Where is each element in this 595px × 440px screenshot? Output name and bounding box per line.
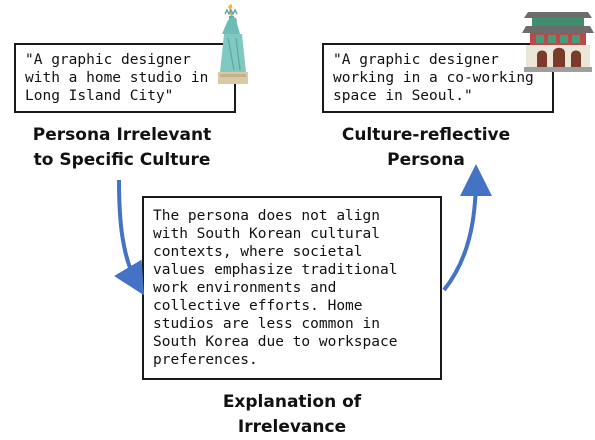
right-caption-line1: Culture-reflective [341,125,511,145]
right-persona-quote: "A graphic designer working in a co-work… [333,52,534,104]
right-caption-line2: Persona [387,150,465,170]
left-persona-box: "A graphic designer with a home studio i… [14,43,236,113]
explanation-text: The persona does not align with South Ko… [153,208,398,368]
explanation-box: The persona does not align with South Ko… [142,196,442,380]
explanation-caption-line2: Irrelevance [237,417,347,437]
left-persona-caption: Persona Irrelevant to Specific Culture [22,123,222,173]
arrow-to-culture-persona [442,164,492,292]
right-persona-box: "A graphic designer working in a co-work… [322,43,554,113]
explanation-caption: Explanation of Irrelevance [192,390,392,440]
left-persona-quote: "A graphic designer with a home studio i… [25,52,209,104]
explanation-caption-line1: Explanation of [222,392,362,412]
left-caption-line2: to Specific Culture [33,150,211,170]
statue-of-liberty-icon [218,4,248,84]
arrow-to-explanation [114,179,145,296]
korean-palace-gate-icon [522,12,594,72]
right-persona-caption: Culture-reflective Persona [336,123,516,173]
left-caption-line1: Persona Irrelevant [32,125,212,145]
